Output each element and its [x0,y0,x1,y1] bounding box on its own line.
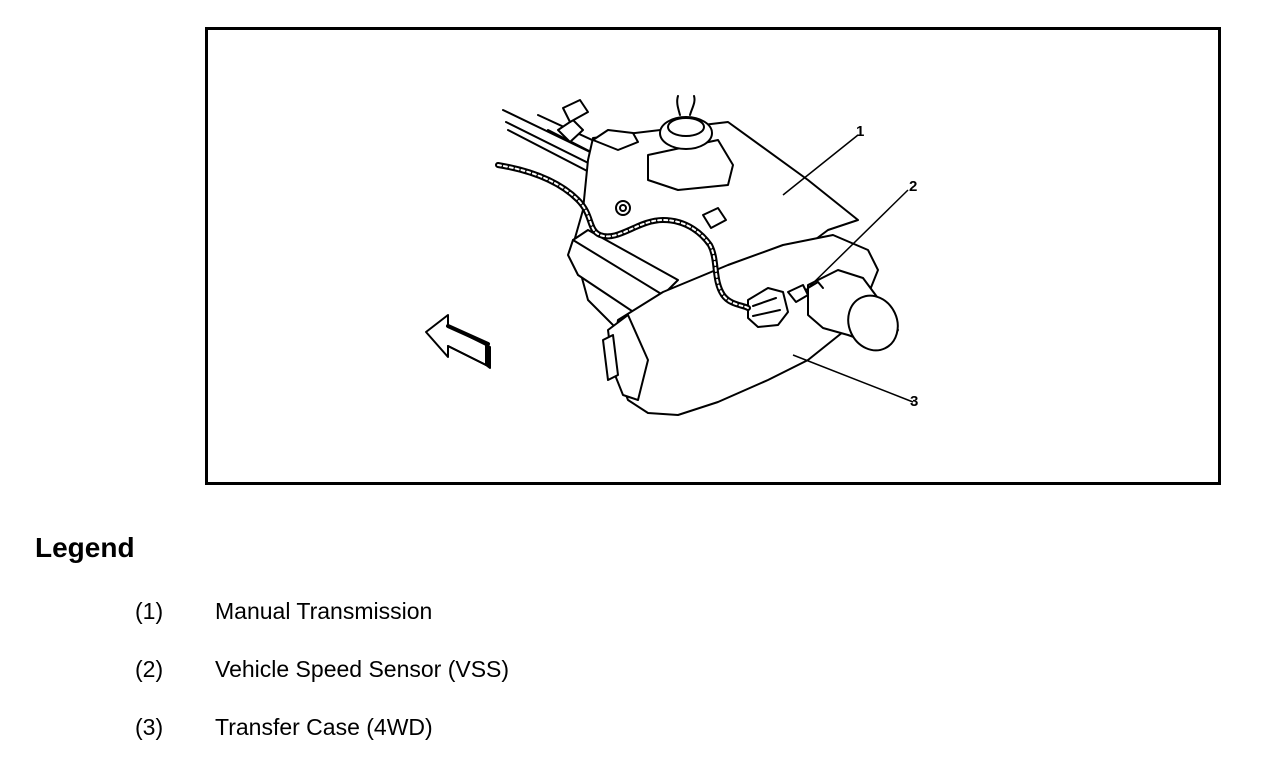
shifter-housing [647,139,734,191]
callout-number-2: 2 [909,178,917,195]
legend-text: Transfer Case (4WD) [215,714,433,740]
callout-number-3: 3 [910,393,918,410]
leader-line-2 [805,189,909,291]
legend-number: (1) [135,598,164,624]
legend-item: (1) Manual Transmission [0,596,700,654]
output-flange [847,294,899,352]
legend-number: (3) [135,714,164,740]
legend-item: (2) Vehicle Speed Sensor (VSS) [0,654,700,712]
legend-text: Vehicle Speed Sensor (VSS) [215,656,510,682]
legend-title: Legend [35,532,135,563]
leader-line-1 [782,134,859,196]
leader-line-3 [792,354,914,403]
legend-text: Manual Transmission [215,598,433,624]
legend-list: (1) Manual Transmission (2) Vehicle Spee… [0,596,700,770]
figure-frame: 1 2 3 [205,27,1221,485]
front-arrow [425,314,491,369]
vss-sensor-body [747,287,789,328]
legend-number: (2) [135,656,164,682]
transmission-illustration: 1 2 3 [425,95,918,416]
legend-item: (3) Transfer Case (4WD) [0,712,700,770]
callout-number-1: 1 [856,123,864,140]
